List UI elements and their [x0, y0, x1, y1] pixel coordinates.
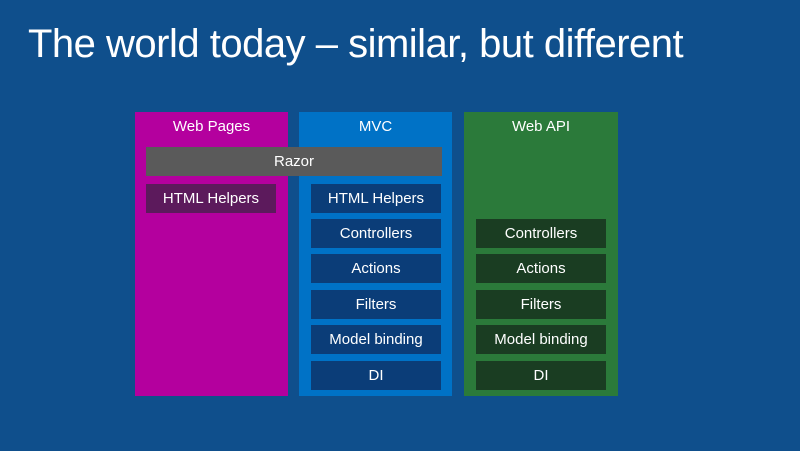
mvc-item-controllers: Controllers: [311, 219, 441, 248]
web-pages-header: Web Pages: [172, 118, 251, 135]
mvc-item-model-binding: Model binding: [311, 325, 441, 354]
mvc-header: MVC: [358, 118, 393, 135]
razor-bar: Razor: [146, 147, 442, 176]
mvc-item-filters: Filters: [311, 290, 441, 319]
web-api-item-filters: Filters: [476, 290, 606, 319]
web-api-item-model-binding: Model binding: [476, 325, 606, 354]
web-api-item-di: DI: [476, 361, 606, 390]
slide-title: The world today – similar, but different: [28, 22, 684, 66]
web-api-header: Web API: [511, 118, 571, 135]
web-api-item-actions: Actions: [476, 254, 606, 283]
web-pages-item-html-helpers: HTML Helpers: [146, 184, 276, 213]
web-api-item-controllers: Controllers: [476, 219, 606, 248]
mvc-item-actions: Actions: [311, 254, 441, 283]
mvc-item-html-helpers: HTML Helpers: [311, 184, 441, 213]
mvc-item-di: DI: [311, 361, 441, 390]
